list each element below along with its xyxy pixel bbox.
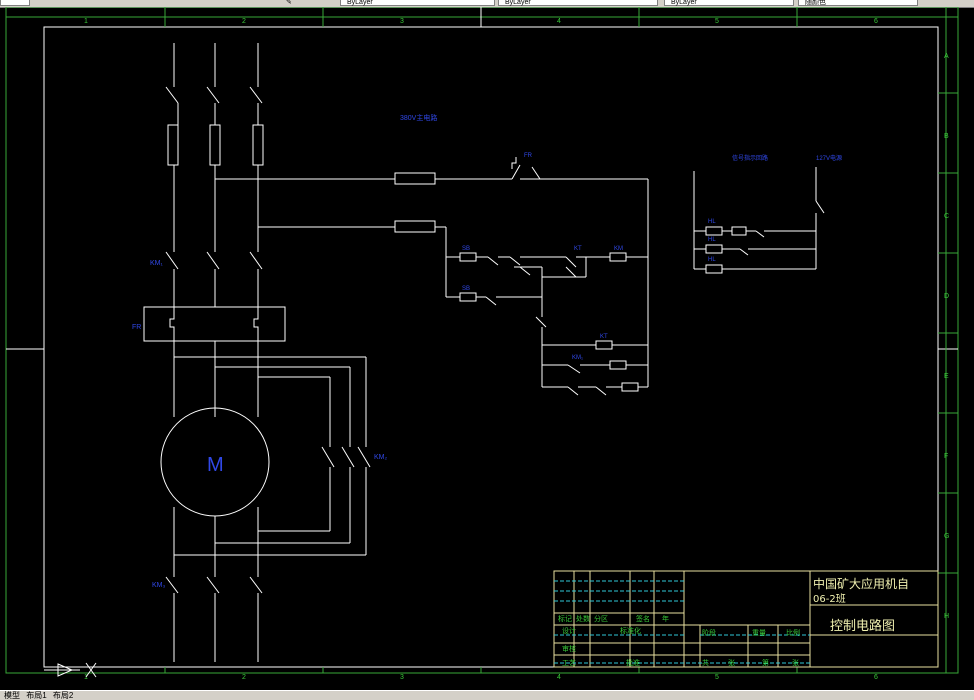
tb-cell-label: 共: [702, 658, 709, 667]
km1-label: KM₁: [150, 260, 164, 267]
tb-cell-label: 处数: [576, 614, 590, 623]
lamp-label: HL: [708, 237, 716, 243]
inner-border: [43, 26, 939, 668]
tb-cell-label: 签名: [636, 614, 650, 623]
control-circuit: [394, 157, 649, 396]
tb-cell-label: 设计: [562, 626, 576, 635]
main-power-circuit: [143, 43, 395, 662]
col-label: 6: [874, 18, 878, 25]
thermal-relay-block: [143, 306, 286, 342]
tab-layout1[interactable]: 布局1: [26, 691, 47, 700]
tb-cell-label: 分区: [594, 614, 608, 623]
row-label: C: [944, 213, 949, 220]
tb-cell-label: 张: [792, 658, 799, 667]
fuse-icon: [252, 124, 264, 166]
lamp-label: HL: [708, 257, 716, 263]
class-name: 06-2班: [813, 593, 846, 605]
col-label: 3: [400, 18, 404, 25]
fr-contact-label: FR: [524, 153, 533, 159]
signal-circuit: [693, 167, 825, 274]
tb-cell-label: 阶段: [702, 628, 716, 637]
col-label: 6: [874, 674, 878, 681]
km3-label: KM₃: [152, 582, 166, 589]
tb-cell-label: 第: [762, 658, 769, 667]
col-label: 1: [84, 674, 88, 681]
tb-cell-label: 标记: [558, 614, 572, 623]
outer-border: [5, 7, 959, 674]
col-label: 3: [400, 674, 404, 681]
kt-label: KT: [574, 246, 582, 252]
sb2-label: SB: [462, 286, 470, 292]
row-label: G: [944, 533, 949, 540]
title-block: [553, 570, 939, 668]
col-label: 2: [242, 674, 246, 681]
row-label: F: [944, 453, 948, 460]
row-label: A: [944, 53, 949, 60]
row-label: B: [944, 133, 949, 140]
tb-cell-label: 审核: [562, 644, 576, 653]
col-label: 2: [242, 18, 246, 25]
row-label: H: [944, 613, 949, 620]
school-name: 中国矿大应用机自: [813, 576, 909, 591]
power-127v-label: 127V电源: [816, 154, 842, 162]
km1-aux-label: KM₁: [572, 355, 583, 361]
tb-cell-label: 重量: [752, 629, 766, 637]
drawing-canvas[interactable]: 1 2 3 4 5 6 1 2 3 4 5 6 A B C D E F G H: [0, 7, 974, 690]
row-labels: A B C D E F G H: [944, 53, 949, 620]
row-label: D: [944, 293, 949, 300]
signal-circuit-title: 信号指示回路: [732, 154, 768, 162]
main-circuit-title: 380V主电路: [400, 113, 437, 122]
layout-tabs-bar: 模型 布局1 布局2: [0, 690, 974, 700]
tb-cell-label: 批准: [626, 658, 640, 667]
tab-layout2[interactable]: 布局2: [52, 691, 74, 700]
column-labels: 1 2 3 4 5 6 1 2 3 4 5 6: [84, 18, 878, 681]
kt-coil-label: KT: [600, 334, 608, 340]
tb-cell-label: 年: [662, 614, 669, 623]
ucs-icon: [44, 662, 97, 678]
lamp-label: HL: [708, 219, 716, 225]
linetype-dropdown[interactable]: ByLayer: [498, 0, 658, 6]
layer-state-field[interactable]: [0, 0, 30, 6]
column-zone-strip: [6, 7, 958, 673]
plotstyle-dropdown[interactable]: 随颜色: [798, 0, 918, 6]
tab-model[interactable]: 模型: [4, 691, 20, 700]
fuse-icon: [167, 124, 179, 166]
fuse-icon: [394, 220, 436, 233]
drawing-title: 控制电路图: [830, 618, 895, 634]
layer-tools-icon[interactable]: ✎: [286, 0, 292, 6]
row-label: E: [944, 373, 949, 380]
fuse-icon: [209, 124, 221, 166]
row-zone-strip: [938, 7, 958, 673]
color-dropdown[interactable]: ByLayer: [340, 0, 495, 6]
tb-cell-label: 工艺: [562, 659, 576, 667]
tb-cell-label: 比例: [786, 628, 800, 637]
toolbar-icon-group: ✎: [280, 0, 330, 6]
col-label: 1: [84, 18, 88, 25]
fuse-icon: [394, 172, 436, 185]
motor-label: M: [207, 454, 224, 476]
col-label: 5: [715, 18, 719, 25]
sb1-label: SB: [462, 246, 470, 252]
col-label: 4: [557, 18, 561, 25]
tb-cell-label: 标准化: [620, 626, 641, 635]
lineweight-dropdown[interactable]: ByLayer: [664, 0, 794, 6]
col-label: 4: [557, 674, 561, 681]
col-label: 5: [715, 674, 719, 681]
fr-label: FR: [132, 324, 141, 331]
km2-label: KM₂: [374, 454, 388, 461]
km-coil-label: KM: [614, 246, 623, 252]
tb-cell-label: 张: [728, 658, 735, 667]
